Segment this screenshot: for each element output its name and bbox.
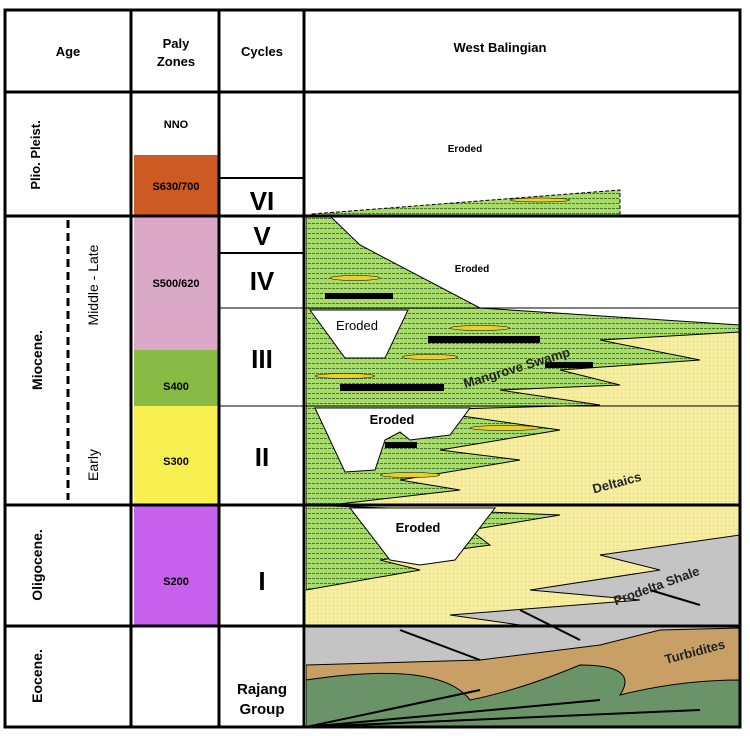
paly-zone-label: NNO xyxy=(164,119,189,131)
rajang-group-line1: Rajang xyxy=(237,681,287,698)
header-cycles: Cycles xyxy=(241,44,283,59)
paly-zone-fills xyxy=(134,155,218,626)
zone-s200 xyxy=(134,505,218,626)
age-early: Early xyxy=(85,449,101,481)
paly-zone-label: S400 xyxy=(163,381,189,393)
paly-zone-label: S200 xyxy=(163,576,189,588)
rajang-group-line2: Group xyxy=(240,701,285,718)
cycle-label: IV xyxy=(250,266,275,296)
cycle-label: I xyxy=(258,566,265,596)
header-paly-2: Zones xyxy=(157,54,195,69)
age-plio-pleist: Plio. Pleist. xyxy=(28,120,43,189)
zone-s500 xyxy=(134,216,218,350)
paly-zone-label: S300 xyxy=(163,456,189,468)
label-eroded: Eroded xyxy=(336,318,378,333)
age-eocene: Eocene. xyxy=(29,649,45,703)
label-eroded-mid: Eroded xyxy=(455,264,489,275)
zone-s400 xyxy=(134,350,218,406)
zone-s630 xyxy=(134,155,218,216)
cycle-label: III xyxy=(251,344,273,374)
age-miocene: Miocene. xyxy=(29,330,45,390)
table-grid xyxy=(3,8,742,729)
header-section: West Balingian xyxy=(454,40,547,55)
paly-zone-label: S500/620 xyxy=(152,278,199,290)
age-oligocene: Oligocene. xyxy=(29,529,45,601)
zone-s300 xyxy=(134,406,218,505)
label-eroded-top: Eroded xyxy=(448,144,482,155)
age-middle-late: Middle - Late xyxy=(85,244,101,325)
header-paly-1: Paly xyxy=(163,36,191,51)
cycle-label: VI xyxy=(250,186,275,216)
label-eroded: Eroded xyxy=(370,412,415,427)
cycle-label: II xyxy=(255,442,269,472)
cycle-label: V xyxy=(253,221,271,251)
label-eroded: Eroded xyxy=(396,520,441,535)
cross-section xyxy=(306,189,740,727)
header-age: Age xyxy=(56,44,81,59)
paly-zone-label: S630/700 xyxy=(152,181,199,193)
